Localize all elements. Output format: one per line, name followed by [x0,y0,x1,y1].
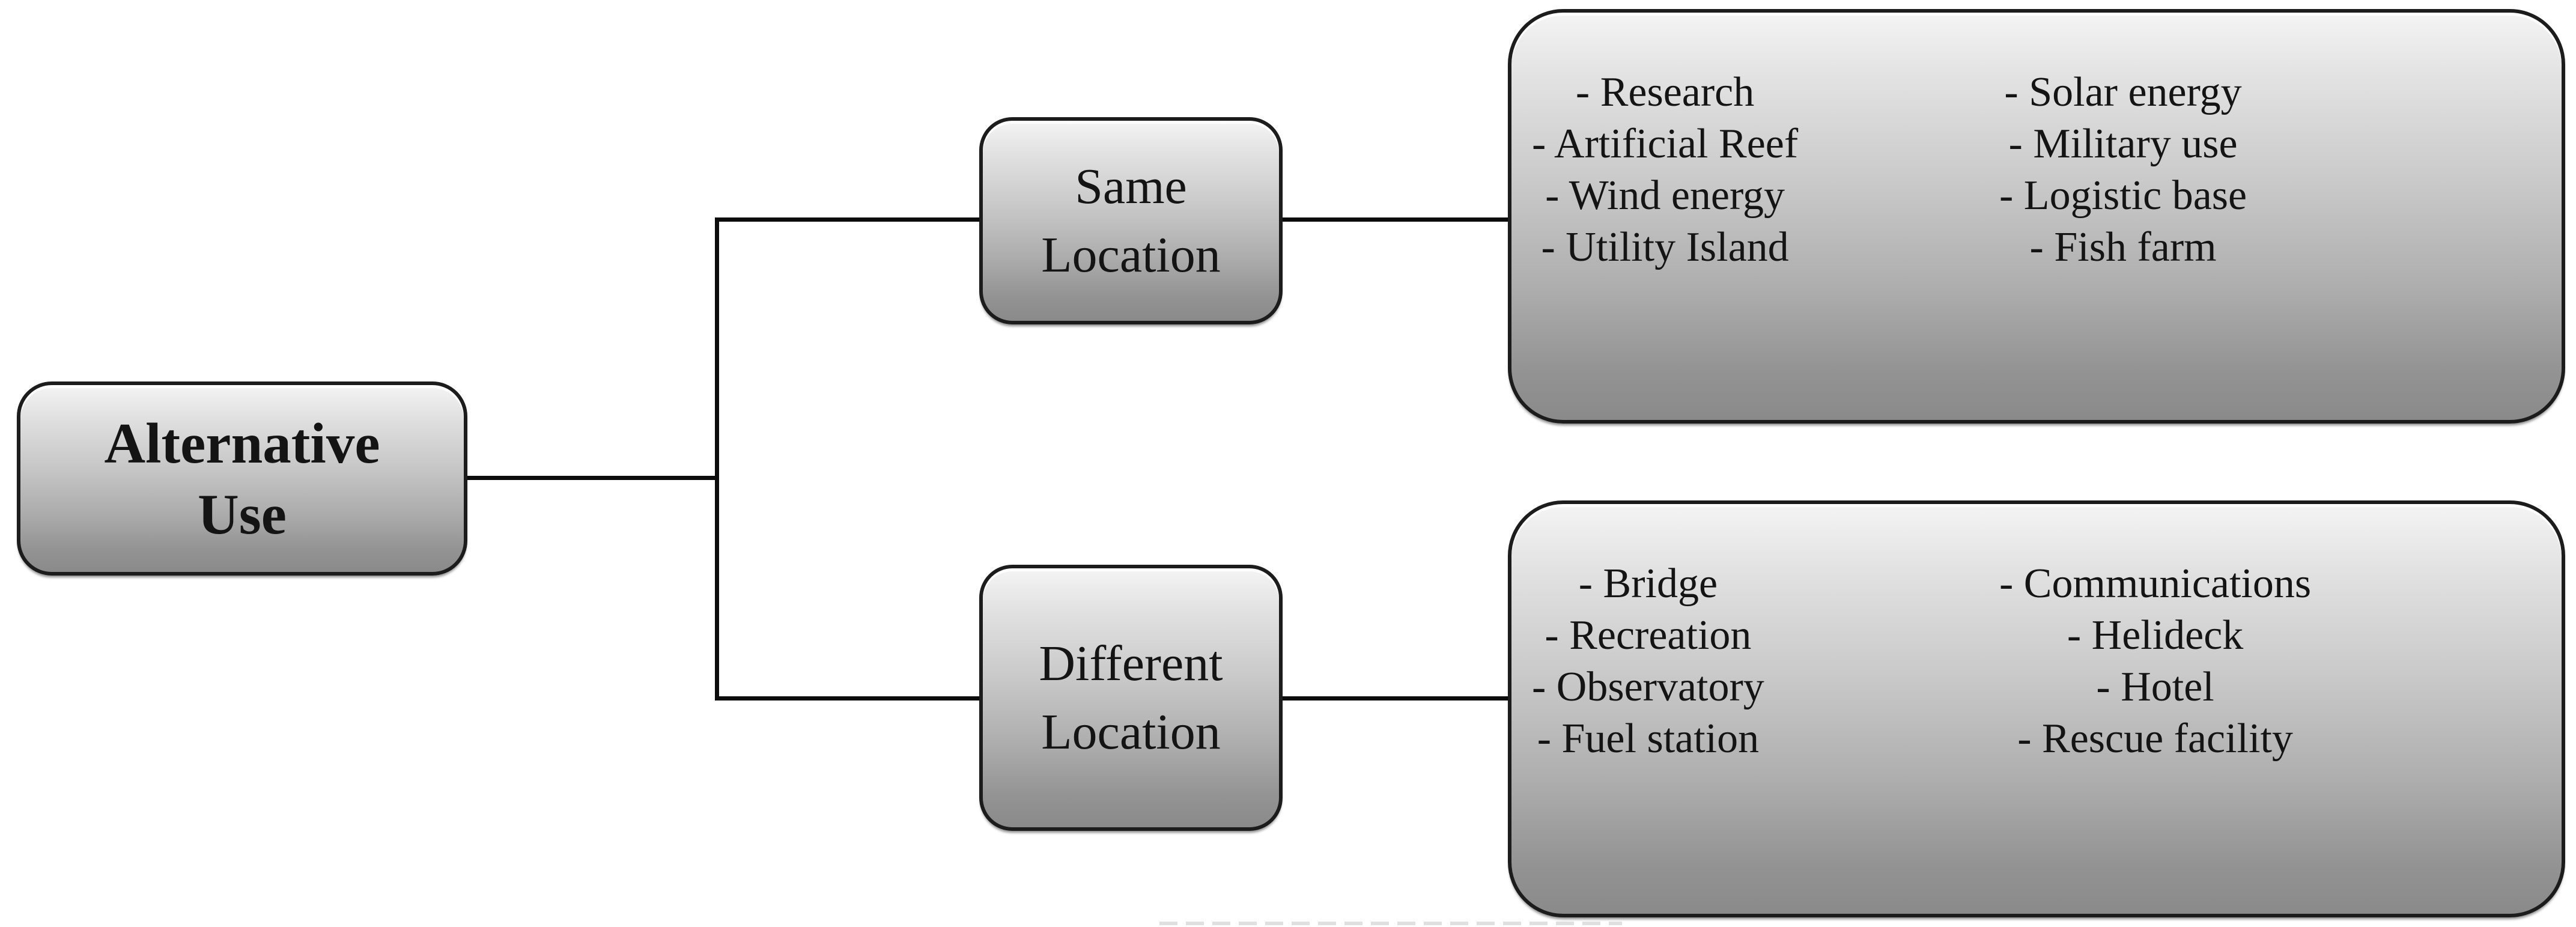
connector-root-to-branch [466,476,719,480]
node-different-location-label-line2: Location [1041,704,1221,760]
list-item: - Research [1575,69,1755,115]
panel-same-location-uses-column-1: - Research - Artificial Reef - Wind ener… [1532,67,1798,273]
list-item: - Recreation [1545,612,1752,658]
panel-same-location-uses-column-2: - Solar energy - Military use - Logistic… [1999,67,2247,273]
node-different-location: Different Location [979,565,1283,831]
connector-different-location-to-panel [1283,696,1511,701]
list-item: - Hotel [2096,664,2214,710]
connector-branch-to-same-location [715,217,979,222]
panel-different-location-uses-column-1: - Bridge - Recreation - Observatory - Fu… [1532,558,1764,765]
list-item: - Artificial Reef [1532,121,1799,167]
node-alternative-use: Alternative Use [17,381,467,576]
list-item: - Bridge [1578,561,1718,607]
panel-same-location-uses: - Research - Artificial Reef - Wind ener… [1508,9,2565,424]
cropped-caption-artifact [1159,922,1622,925]
node-same-location-label-line1: Same [1075,158,1187,214]
node-alternative-use-label-line2: Use [198,482,287,546]
list-item: - Solar energy [2004,69,2242,115]
connector-branch-to-different-location [715,696,979,701]
panel-different-location-uses: - Bridge - Recreation - Observatory - Fu… [1508,500,2565,917]
list-item: - Wind energy [1545,172,1785,219]
list-item: - Fuel station [1537,716,1760,762]
list-item: - Fish farm [2029,224,2217,270]
list-item: - Communications [1999,561,2312,607]
connector-same-location-to-panel [1283,217,1511,222]
list-item: - Helideck [2067,612,2244,658]
node-same-location-label-line2: Location [1041,226,1221,283]
node-different-location-label-line1: Different [1039,635,1223,691]
panel-different-location-uses-column-2: - Communications - Helideck - Hotel - Re… [1999,558,2311,765]
node-same-location: Same Location [979,117,1283,324]
list-item: - Utility Island [1541,224,1789,270]
list-item: - Military use [2008,121,2238,167]
list-item: - Rescue facility [2017,716,2293,762]
node-alternative-use-label-line1: Alternative [104,411,380,475]
list-item: - Observatory [1532,664,1764,710]
list-item: - Logistic base [1999,172,2247,219]
connector-branch-vertical [715,217,719,701]
